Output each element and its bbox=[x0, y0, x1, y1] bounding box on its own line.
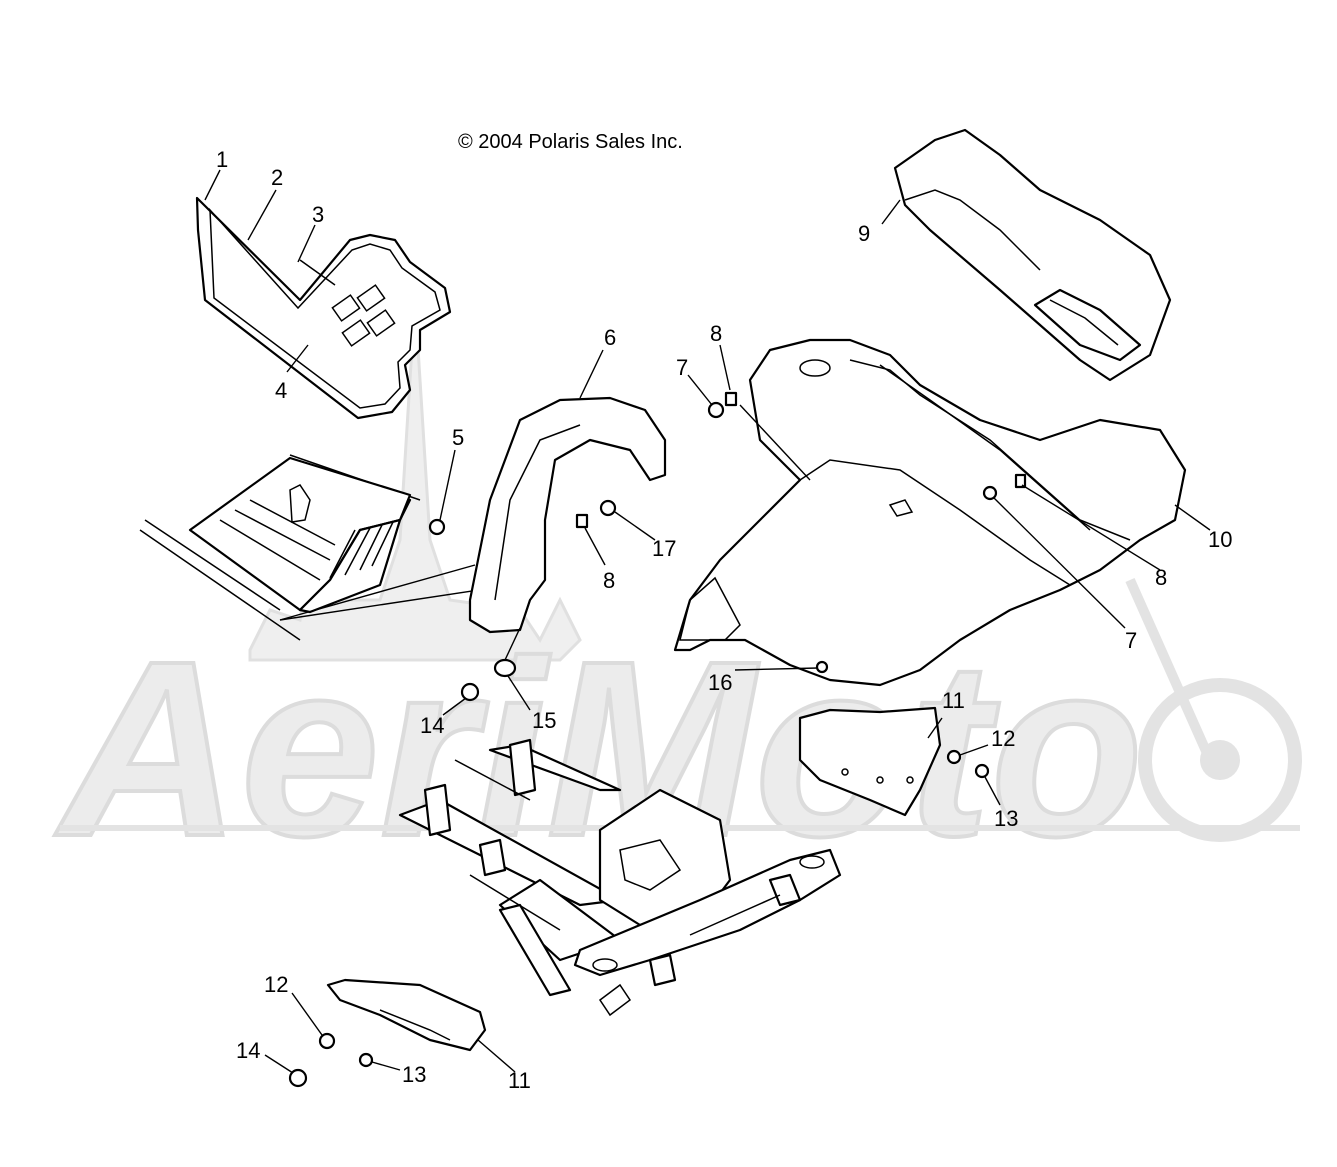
fastener-14-lower bbox=[288, 1068, 308, 1088]
callout-13-right: 13 bbox=[994, 806, 1018, 831]
fastener-7-right bbox=[982, 485, 998, 501]
callout-9: 9 bbox=[858, 221, 870, 246]
seat bbox=[893, 128, 1172, 382]
callout-13-left: 13 bbox=[402, 1062, 426, 1087]
callout-11-right: 11 bbox=[942, 688, 965, 713]
callout-12-right: 12 bbox=[991, 726, 1015, 751]
callout-16: 16 bbox=[708, 670, 732, 695]
callout-8-mid: 8 bbox=[603, 568, 615, 593]
callout-7-upper: 7 bbox=[676, 355, 688, 380]
front-fender-body bbox=[673, 338, 1187, 687]
fasteners bbox=[288, 391, 1027, 1088]
fender-flare bbox=[468, 396, 667, 634]
fastener-13-right bbox=[974, 763, 990, 779]
fastener-17 bbox=[599, 499, 617, 517]
watermark: AeriMoto bbox=[52, 299, 1302, 890]
copyright-text: © 2004 Polaris Sales Inc. bbox=[458, 131, 683, 153]
callout-5: 5 bbox=[452, 425, 464, 450]
washer-15 bbox=[493, 658, 517, 678]
skid-plate-left bbox=[326, 978, 487, 1052]
callout-8-upper: 8 bbox=[710, 321, 722, 346]
frame bbox=[398, 738, 842, 1017]
callout-14-lower: 14 bbox=[236, 1038, 260, 1063]
callout-8-right: 8 bbox=[1155, 565, 1167, 590]
callout-1: 1 bbox=[216, 147, 228, 172]
fastener-5 bbox=[428, 518, 446, 536]
fastener-12-right bbox=[946, 749, 962, 765]
skid-plate-right bbox=[798, 706, 942, 817]
callout-2: 2 bbox=[271, 165, 283, 190]
callout-6: 6 bbox=[604, 325, 616, 350]
fastener-8-mid bbox=[575, 513, 589, 529]
leader-lines bbox=[204, 169, 1211, 1074]
callout-10: 10 bbox=[1208, 527, 1232, 552]
callout-12-left: 12 bbox=[264, 972, 288, 997]
callout-14-upper: 14 bbox=[420, 713, 444, 738]
callout-7-right: 7 bbox=[1125, 628, 1137, 653]
callout-17: 17 bbox=[652, 536, 676, 561]
callout-11-left: 11 bbox=[508, 1068, 531, 1093]
fastener-13-left bbox=[358, 1052, 374, 1068]
watermark-text: AeriMoto bbox=[54, 609, 1143, 888]
front-rack-liner bbox=[195, 196, 452, 420]
callout-15: 15 bbox=[532, 708, 556, 733]
fastener-12-left bbox=[318, 1032, 336, 1050]
fastener-7-upper bbox=[707, 401, 725, 419]
callout-3: 3 bbox=[312, 202, 324, 227]
fastener-16 bbox=[815, 660, 829, 674]
fastener-8-upper bbox=[724, 391, 738, 407]
front-rack bbox=[139, 454, 546, 641]
callout-4: 4 bbox=[275, 378, 287, 403]
fastener-14-upper bbox=[460, 682, 480, 702]
callout-labels: 1 2 3 4 5 6 7 8 9 10 11 12 13 14 15 16 1… bbox=[216, 147, 1232, 1093]
fastener-8-right bbox=[1014, 473, 1027, 489]
